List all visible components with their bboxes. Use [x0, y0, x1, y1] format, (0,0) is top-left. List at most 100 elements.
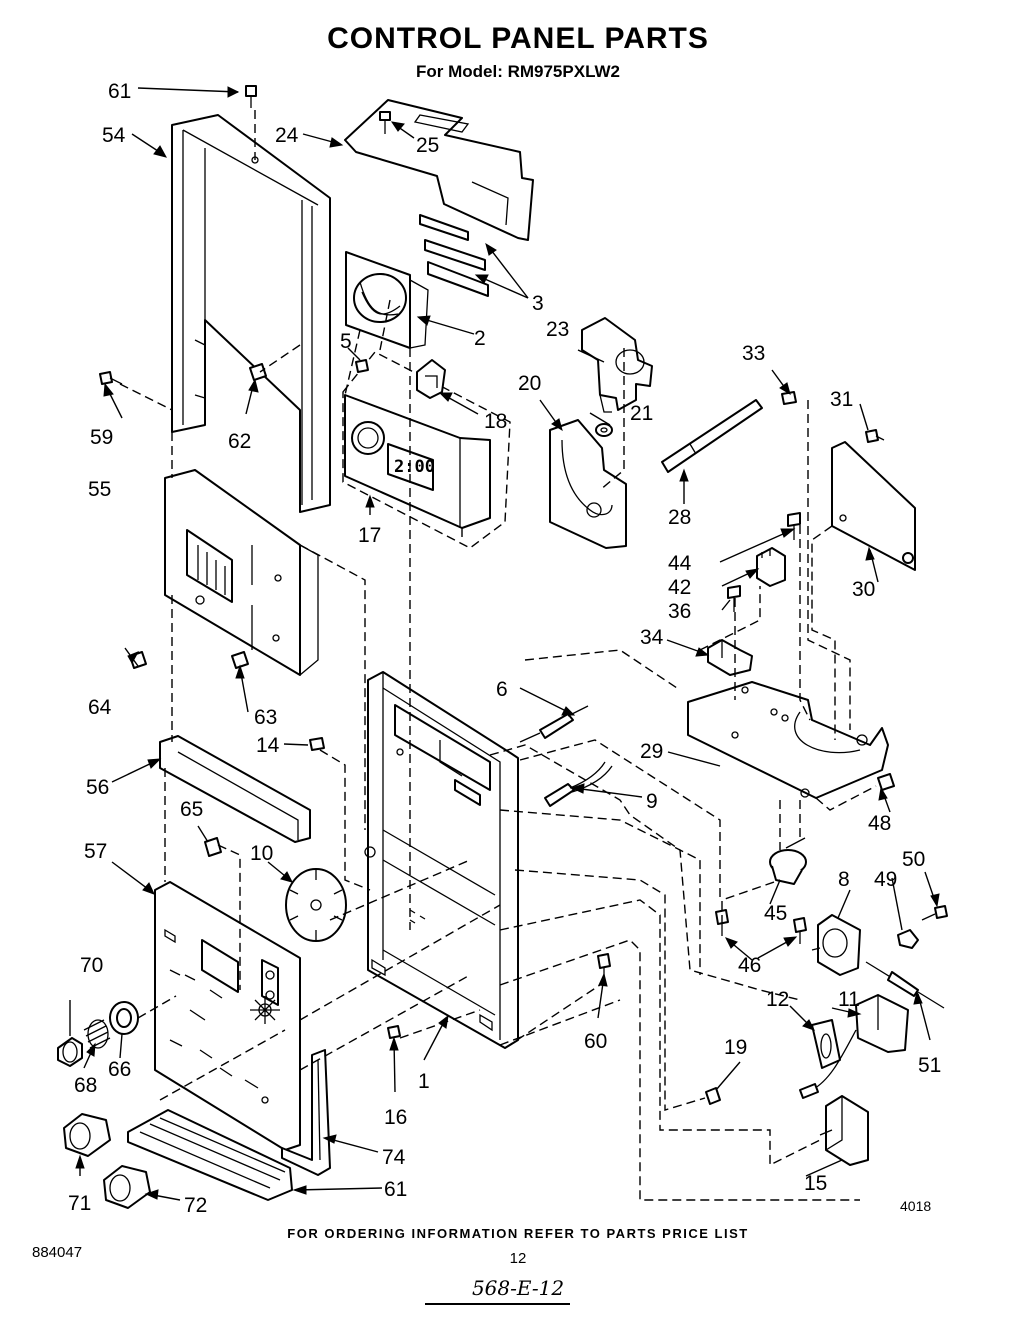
- label-24: 24: [275, 124, 299, 147]
- label-42: 42: [668, 576, 691, 599]
- label-2: 2: [474, 327, 486, 350]
- label-60: 60: [584, 1030, 607, 1053]
- model-subtitle: For Model: RM975PXLW2: [415, 62, 621, 81]
- label-33: 33: [742, 342, 765, 365]
- label-20: 20: [518, 372, 541, 395]
- label-46: 46: [738, 954, 761, 977]
- label-65: 65: [180, 798, 203, 821]
- label-3: 3: [532, 292, 544, 315]
- part-11-switch: [799, 994, 909, 1099]
- label-54: 54: [102, 124, 126, 147]
- label-74: 74: [382, 1146, 406, 1169]
- handwritten-reference: 568-E-12: [471, 1276, 565, 1300]
- label-66: 66: [108, 1058, 131, 1081]
- document-code: 884047: [32, 1244, 83, 1261]
- part-12-cover: [811, 1019, 841, 1069]
- label-48: 48: [868, 812, 891, 835]
- label-49: 49: [874, 868, 897, 891]
- part-24-top-cover: [344, 99, 534, 241]
- label-50: 50: [902, 848, 925, 871]
- label-62: 62: [228, 430, 251, 453]
- label-16: 16: [384, 1106, 407, 1129]
- part-28-rod: [661, 399, 763, 473]
- label-59: 59: [90, 426, 113, 449]
- footer-rule: [425, 1303, 570, 1305]
- part-9-wire: [544, 761, 613, 807]
- part-29-bracket: [687, 681, 889, 799]
- label-36: 36: [668, 600, 691, 623]
- part-51-cable: [865, 961, 945, 1009]
- label-17: 17: [358, 524, 381, 547]
- drawing-code: 4018: [900, 1198, 932, 1214]
- label-14: 14: [256, 734, 280, 757]
- part-71-knob: [63, 1113, 111, 1157]
- label-45: 45: [764, 902, 787, 925]
- label-61: 61: [108, 80, 131, 103]
- page-number: 12: [509, 1250, 527, 1267]
- label-55: 55: [88, 478, 111, 501]
- label-68: 68: [74, 1074, 97, 1097]
- ordering-note: FOR ORDERING INFORMATION REFER TO PARTS …: [287, 1226, 749, 1241]
- part-3-plates: [419, 214, 489, 297]
- clock-display: 2:00: [394, 457, 435, 477]
- part-1-chassis: [364, 671, 519, 1049]
- label-18: 18: [484, 410, 507, 433]
- part-23-switch: [581, 317, 653, 413]
- page-title: CONTROL PANEL PARTS: [327, 22, 709, 55]
- label-25: 25: [416, 134, 439, 157]
- label-70: 70: [80, 954, 103, 977]
- part-6-sensor: [519, 705, 589, 743]
- part-18-bracket: [416, 359, 446, 399]
- label-21: 21: [630, 402, 653, 425]
- part-labels: 61 54 24 25 3 2 23 5 59 62 18 17 20 21 2…: [68, 80, 941, 1217]
- label-56: 56: [86, 776, 109, 799]
- part-8-rotary-switch: [811, 914, 861, 976]
- label-28: 28: [668, 506, 691, 529]
- label-34: 34: [640, 626, 664, 649]
- label-6: 6: [496, 678, 508, 701]
- part-45-knob: [769, 837, 807, 885]
- label-72: 72: [184, 1194, 207, 1217]
- label-44: 44: [668, 552, 692, 575]
- part-2-timer-motor: [345, 251, 429, 349]
- part-54-frame: [171, 114, 331, 513]
- small-hardware: [99, 85, 948, 1105]
- label-29: 29: [640, 740, 663, 763]
- label-5: 5: [340, 330, 352, 353]
- label-64: 64: [88, 696, 112, 719]
- leader-lines: [69, 86, 940, 1201]
- label-15: 15: [804, 1172, 827, 1195]
- label-1: 1: [418, 1070, 430, 1093]
- part-68-spring: [83, 1019, 111, 1049]
- label-31: 31: [830, 388, 853, 411]
- part-34-switch: [707, 639, 753, 676]
- label-8: 8: [838, 868, 850, 891]
- part-57-front-panel: [154, 881, 301, 1151]
- wiring-dashed-lines: [119, 110, 877, 1201]
- part-66-knob: [109, 1001, 139, 1035]
- part-70-knob: [57, 1037, 83, 1067]
- label-12: 12: [766, 988, 789, 1011]
- label-9: 9: [646, 790, 658, 813]
- part-55-panel: [164, 469, 319, 676]
- part-58-base-trim: [127, 1109, 293, 1201]
- part-49-clip: [897, 929, 919, 949]
- label-11: 11: [838, 988, 860, 1011]
- part-72-knob: [103, 1165, 151, 1209]
- label-10: 10: [250, 842, 273, 865]
- part-30-board: [831, 441, 916, 571]
- part-10-dial: [285, 868, 347, 942]
- label-23: 23: [546, 318, 569, 341]
- label-30: 30: [852, 578, 875, 601]
- part-42-relay: [756, 547, 786, 587]
- part-20-housing: [549, 419, 627, 549]
- label-19: 19: [724, 1036, 747, 1059]
- label-57: 57: [84, 840, 107, 863]
- part-56-strip: [159, 735, 311, 843]
- label-58: 61: [384, 1178, 407, 1201]
- part-74-rail: [281, 1049, 331, 1176]
- label-51: 51: [918, 1054, 941, 1077]
- label-63: 63: [254, 706, 277, 729]
- part-15-switch: [819, 1095, 869, 1166]
